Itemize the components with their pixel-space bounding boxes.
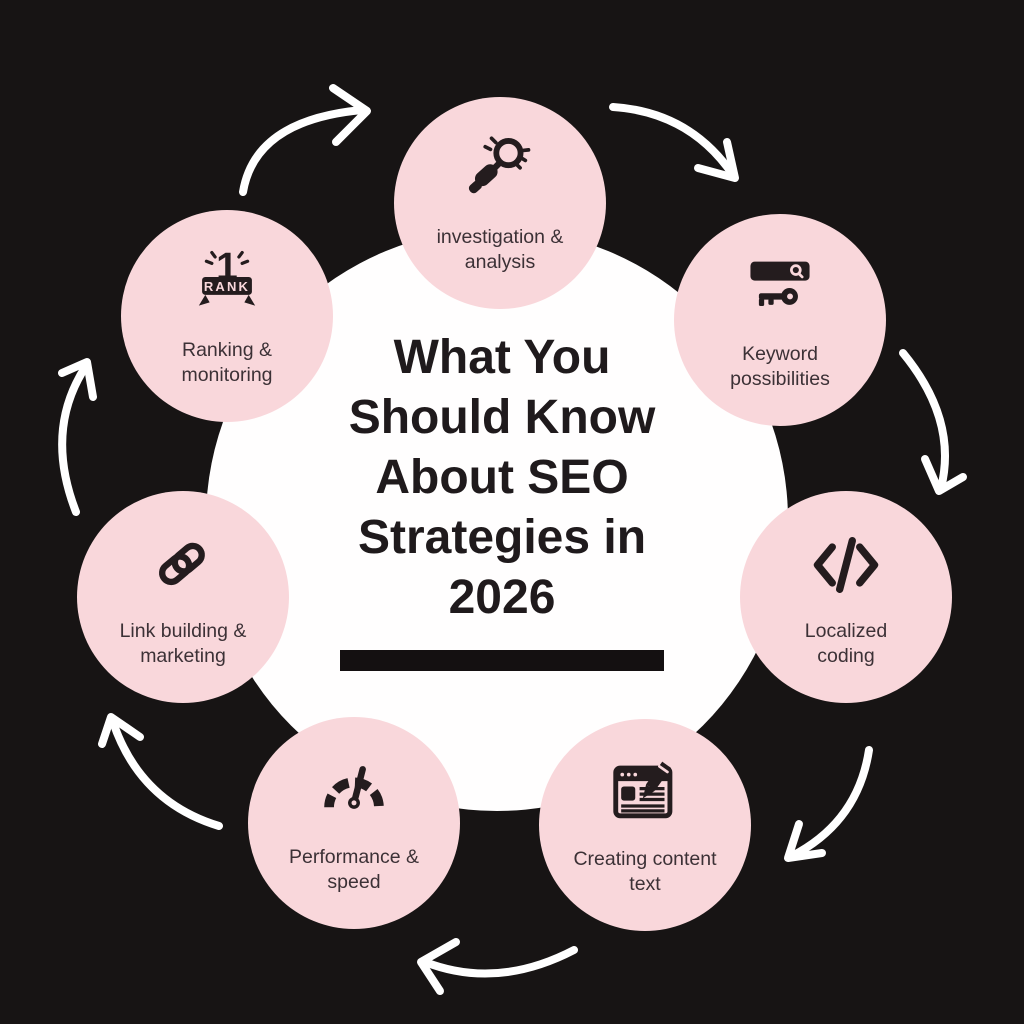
arrow-right-to-bottomright: [784, 746, 873, 862]
arrow-bottomleft-to-left: [98, 713, 223, 830]
arrow-topright-to-right: [899, 349, 967, 495]
page-title-line: 2026: [448, 571, 556, 624]
arrow-bottomright-to-bottomleft: [417, 938, 578, 995]
magnifier-hand-icon: [462, 131, 538, 211]
title-block: What You Should Know About SEO Strategie…: [292, 328, 712, 671]
search-bar-key-icon: [742, 248, 818, 328]
node-performance-speed: Performance &speed: [248, 717, 460, 929]
node-ranking-monitoring: 1 RANK Ranking &monitoring: [121, 210, 333, 422]
node-label: Performance &speed: [288, 845, 420, 893]
rank-one-icon: 1 RANK: [188, 244, 266, 324]
page-title-line: Should Know: [348, 391, 656, 444]
document-pencil-icon: [606, 753, 684, 833]
page-title-line: What You: [393, 331, 611, 384]
node-label: Link building &marketing: [119, 619, 247, 667]
title-underline-bar: [340, 650, 664, 671]
svg-text:RANK: RANK: [204, 279, 250, 294]
chain-link-icon: [145, 525, 221, 605]
node-investigation-analysis: investigation &analysis: [394, 97, 606, 309]
page-title-line: About SEO: [375, 451, 629, 504]
node-label: investigation &analysis: [436, 225, 564, 273]
node-label: Ranking &monitoring: [181, 338, 273, 386]
page-title-line: Strategies in: [357, 511, 647, 564]
arrow-left-to-topleft: [58, 358, 97, 516]
node-link-building-marketing: Link building &marketing: [77, 491, 289, 703]
speedometer-icon: [315, 751, 393, 831]
arrow-top-to-topright: [609, 103, 739, 182]
arrow-topleft-to-top: [239, 84, 371, 196]
code-brackets-icon: [808, 525, 884, 605]
